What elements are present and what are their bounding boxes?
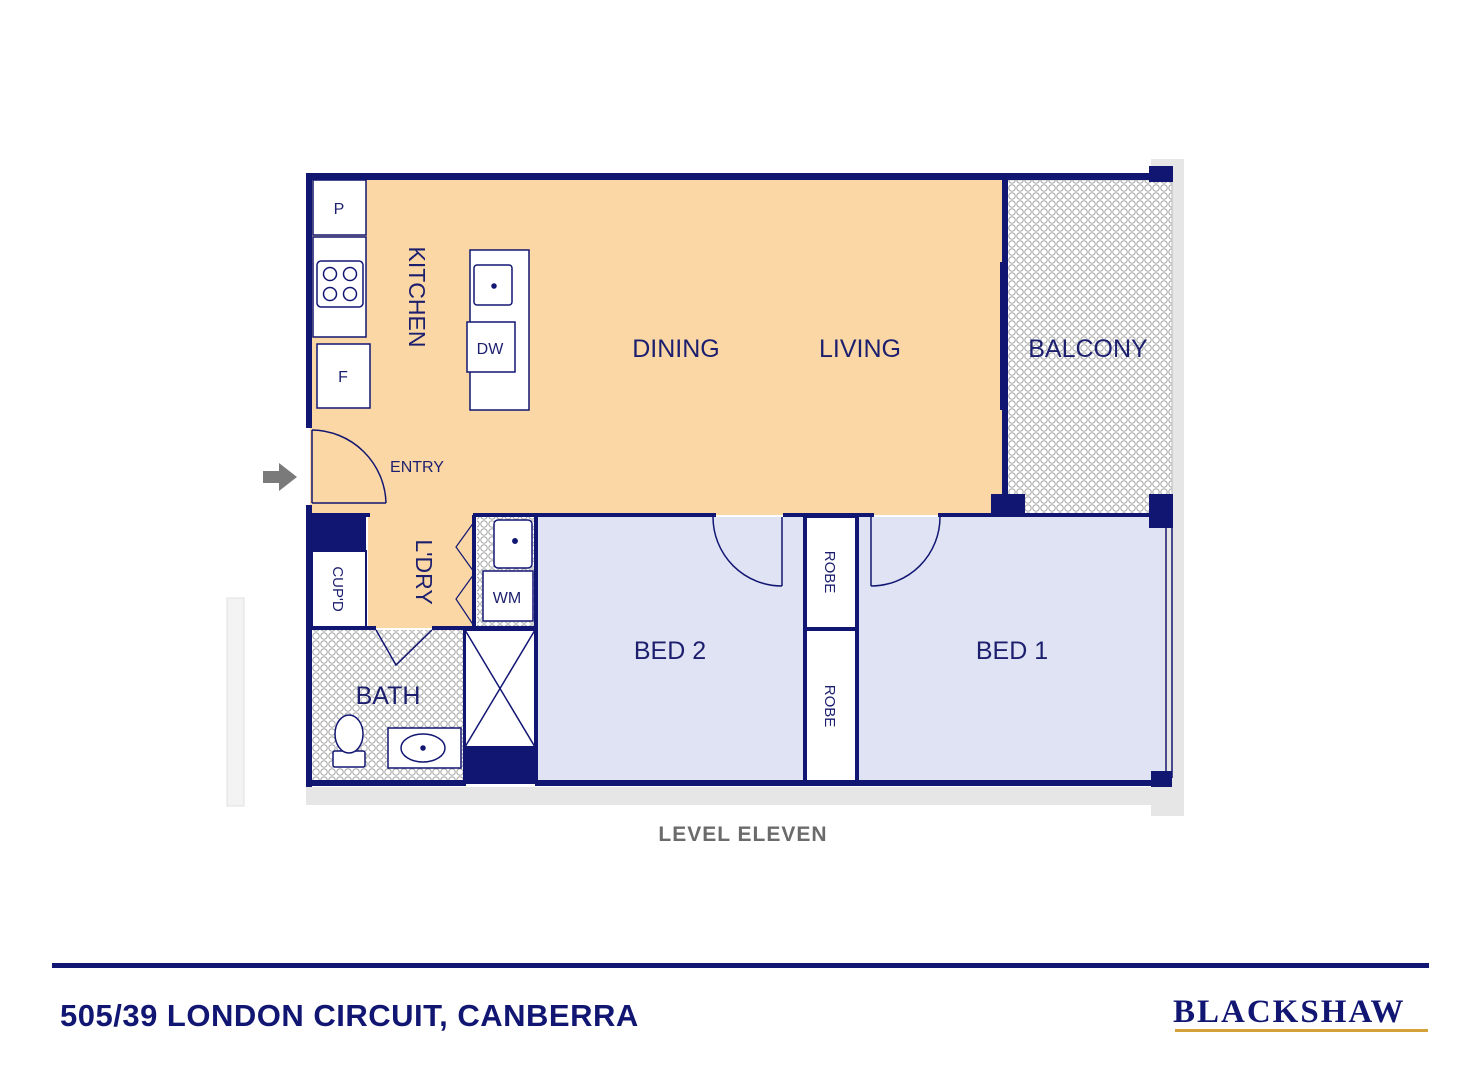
bed2-label: BED 2 [634, 637, 706, 665]
balcony-sliding-door [1000, 180, 1008, 515]
cooktop-icon [316, 260, 364, 308]
cupboard-label: CUP'D [329, 566, 346, 612]
bed2-door [712, 516, 783, 587]
bed1-door [870, 516, 941, 587]
fridge-label: F [338, 369, 348, 386]
robe-bottom-label: ROBE [821, 685, 838, 728]
laundry-bifold-doors [455, 521, 475, 627]
walls [306, 166, 1173, 787]
dishwasher-box [466, 321, 516, 373]
bath-label: BATH [356, 682, 421, 710]
facade-strip-bottom [306, 787, 1183, 805]
balcony-fill [1005, 179, 1173, 516]
brand-logo: BLACKSHAW [1173, 994, 1406, 1030]
entry-door [311, 429, 387, 504]
balcony-label: BALCONY [1028, 335, 1148, 363]
robe-top-label: ROBE [821, 551, 838, 594]
laundry-tub-icon [493, 519, 533, 569]
facade-strip-left [226, 597, 245, 807]
level-label: LEVEL ELEVEN [658, 823, 827, 846]
living-label: LIVING [819, 335, 901, 363]
basin-icon [400, 733, 446, 763]
dishwasher-label: DW [477, 341, 505, 358]
property-address: 505/39 LONDON CIRCUIT, CANBERRA [60, 998, 639, 1033]
washing-machine-label: WM [493, 590, 521, 607]
entry-arrow-icon [263, 463, 297, 491]
kitchen-label: KITCHEN [404, 247, 430, 348]
bed1-window [1165, 520, 1173, 778]
cooktop-bench [312, 236, 367, 338]
laundry-label: L'DRY [411, 539, 437, 604]
bed2-fill [538, 517, 804, 783]
bed1-fill [858, 517, 1164, 783]
brand-underline [1175, 1029, 1428, 1032]
pantry-label: P [334, 201, 345, 218]
bath-door [375, 629, 433, 667]
bed1-label: BED 1 [976, 637, 1048, 665]
fridge-box [316, 343, 371, 409]
dining-label: DINING [632, 335, 720, 363]
entry-label: ENTRY [390, 459, 444, 476]
footer-divider [52, 963, 1429, 968]
cupboard-fill [311, 550, 367, 628]
kitchen-sink-icon [473, 264, 513, 306]
washing-machine-box [482, 570, 534, 622]
toilet-icon [332, 714, 366, 768]
pantry-box [312, 179, 367, 236]
